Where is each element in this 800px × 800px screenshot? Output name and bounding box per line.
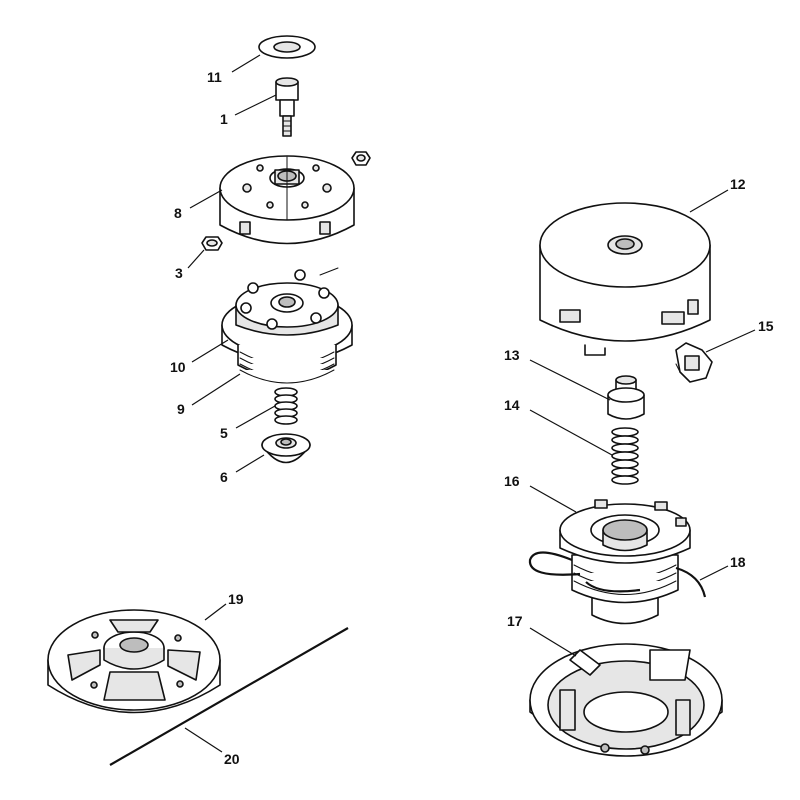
callout-19: 19 [228, 591, 244, 607]
callout-15: 15 [758, 318, 774, 334]
part-nut-upper [351, 151, 371, 166]
callout-3: 3 [175, 265, 183, 281]
part-3-nut [201, 236, 223, 251]
leader-8 [189, 189, 223, 209]
callout-20: 20 [224, 751, 240, 767]
part-19-disc [47, 609, 221, 714]
part-5-spring [274, 387, 298, 425]
leader-lines [184, 54, 756, 753]
callout-labels: 11 1 8 3 10 9 5 6 12 15 13 14 16 18 17 1… [170, 69, 774, 767]
leader-18 [699, 565, 729, 581]
callout-9: 9 [177, 401, 185, 417]
callout-11: 11 [207, 69, 222, 85]
callout-12: 12 [730, 176, 746, 192]
leader-14 [529, 409, 613, 456]
leader-16 [529, 485, 577, 513]
leader-10 [191, 339, 229, 363]
callout-17: 17 [507, 613, 523, 629]
part-16-spool [559, 499, 691, 625]
part-6-cap [261, 433, 311, 464]
leader-11 [231, 54, 261, 73]
part-20-cutting-line [109, 627, 349, 766]
callout-1: 1 [220, 111, 228, 127]
callout-6: 6 [220, 469, 228, 485]
callout-13: 13 [504, 347, 520, 363]
part-17-base-housing [529, 643, 723, 757]
part-15-clip [675, 342, 713, 383]
leader-6 [235, 454, 265, 473]
leader-20 [184, 727, 223, 753]
leader-5 [235, 405, 276, 429]
callout-18: 18 [730, 554, 746, 570]
part-13-bushing [607, 375, 645, 420]
callout-10: 10 [170, 359, 186, 375]
callout-16: 16 [504, 473, 520, 489]
part-18-trimmer-line [528, 551, 707, 598]
part-10-threaded-hub [221, 267, 353, 384]
leader-12 [689, 189, 729, 213]
leader-19 [204, 603, 227, 621]
leader-17 [529, 627, 577, 657]
callout-14: 14 [504, 397, 520, 413]
part-1-adapter-bolt [275, 77, 299, 137]
part-12-cover [539, 202, 711, 356]
leader-13 [529, 359, 611, 401]
leader-3 [187, 249, 205, 269]
callout-8: 8 [174, 205, 182, 221]
callout-5: 5 [220, 425, 228, 441]
leader-9 [191, 373, 241, 406]
leader-15 [705, 329, 756, 353]
leader-1 [234, 94, 277, 116]
part-8-hub-plate [219, 155, 355, 245]
part-14-spring [611, 427, 639, 485]
part-11-washer [258, 35, 316, 59]
